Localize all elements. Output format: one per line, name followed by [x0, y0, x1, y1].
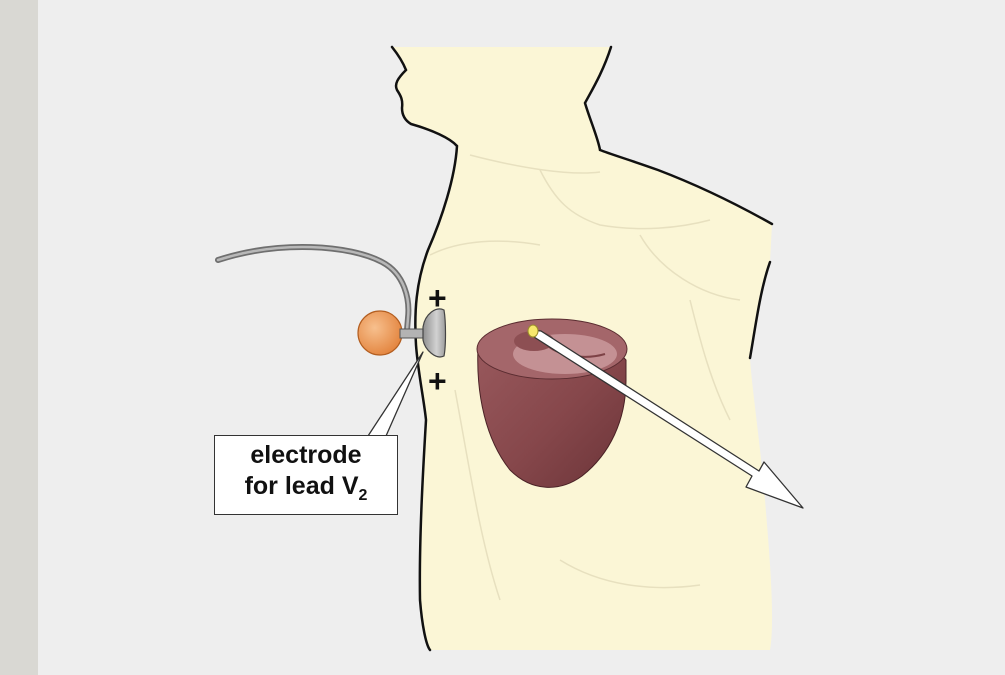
- electrode-label-subscript: 2: [359, 487, 368, 504]
- polarity-plus-top: +: [428, 282, 447, 314]
- electrode-label-line2-text: for lead V: [245, 472, 359, 500]
- electrode-bulb: [358, 311, 402, 355]
- electrode: [358, 309, 446, 357]
- electrode-label-box: electrode for lead V2: [214, 435, 398, 515]
- electrode-stem: [400, 329, 426, 338]
- electrode-label-line2: for lead V2: [245, 471, 368, 511]
- page-shadow: [0, 0, 38, 675]
- electrode-label-line1: electrode: [250, 440, 361, 471]
- label-callout-pointer: [368, 352, 423, 436]
- polarity-plus-bottom: +: [428, 365, 447, 397]
